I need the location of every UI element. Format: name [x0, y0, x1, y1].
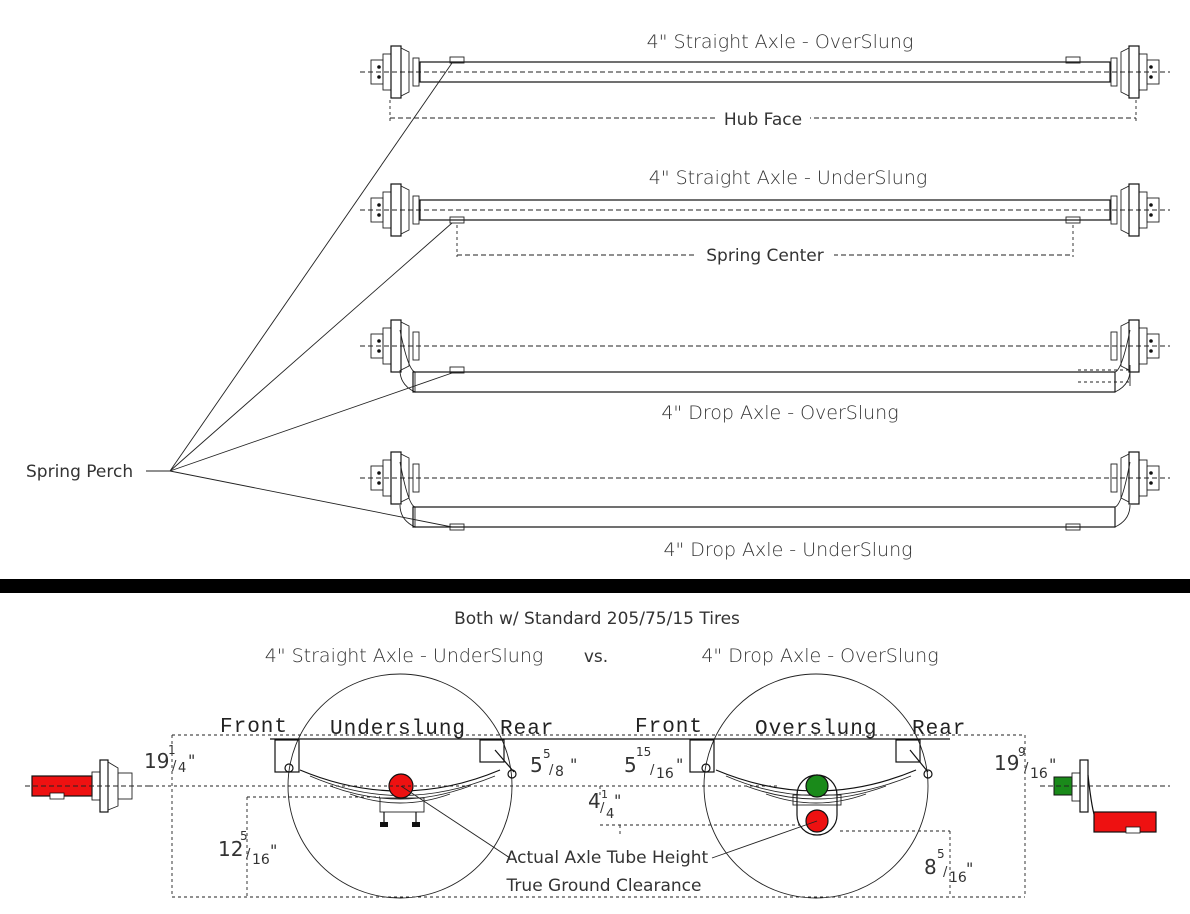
- spring-perch-marker: [449, 56, 465, 64]
- vs-label: vs.: [584, 647, 608, 667]
- right-hub-center-marker: [805, 774, 829, 798]
- svg-text:5: 5: [530, 753, 543, 777]
- svg-text:": ": [188, 751, 195, 770]
- svg-text:19: 19: [994, 751, 1019, 775]
- svg-text:/: /: [549, 763, 554, 778]
- straight-overslung-title: 4" Straight Axle - OverSlung: [647, 31, 914, 53]
- svg-text:/: /: [600, 801, 605, 816]
- right-drop-axle-hub: [1040, 759, 1170, 834]
- svg-text:19: 19: [144, 749, 169, 773]
- svg-text:/: /: [650, 763, 655, 778]
- svg-text:8: 8: [555, 764, 564, 780]
- spring-center-label: Spring Center: [706, 246, 823, 266]
- svg-text:16: 16: [1030, 766, 1048, 782]
- left-straight-axle-hub: [25, 759, 150, 813]
- comparison-header: Both w/ Standard 205/75/15 Tires: [454, 609, 740, 629]
- svg-text:9: 9: [1018, 745, 1026, 759]
- dim-5-5-8: 5 5 / 8 ": [530, 747, 577, 780]
- left-front-label: Front: [220, 716, 288, 739]
- svg-text:4: 4: [606, 807, 614, 822]
- left-rear-label: Rear: [500, 718, 554, 741]
- right-comparison-title: 4" Drop Axle - OverSlung: [701, 645, 938, 667]
- svg-text:5: 5: [240, 829, 248, 843]
- axle-tube-height-label: Actual Axle Tube Height: [506, 848, 709, 868]
- spring-perch-marker: [449, 216, 465, 224]
- svg-text:": ": [270, 841, 277, 860]
- svg-text:1: 1: [601, 788, 608, 801]
- hub-face-label: Hub Face: [724, 110, 802, 130]
- right-center-label: Overslung: [755, 718, 877, 741]
- dimension-lines: [150, 734, 1026, 898]
- svg-text:": ": [676, 755, 683, 774]
- dim-8-5-16: 8 5 / 16 ": [924, 847, 973, 886]
- left-comparison-title: 4" Straight Axle - UnderSlung: [265, 645, 544, 667]
- spring-perch-marker: [1065, 56, 1081, 64]
- dim-4-1-4: 4 1 / 4 ": [588, 788, 621, 822]
- svg-text:/: /: [172, 759, 177, 774]
- svg-text:16: 16: [252, 852, 270, 868]
- spring-perch-label: Spring Perch: [26, 462, 133, 482]
- right-front-label: Front: [635, 716, 703, 739]
- straight-overslung-axle: [360, 45, 1170, 128]
- svg-text:": ": [614, 791, 621, 810]
- svg-text:5: 5: [543, 747, 551, 761]
- svg-text:16: 16: [949, 870, 967, 886]
- svg-text:4: 4: [588, 789, 601, 813]
- left-center-label: Underslung: [330, 718, 466, 741]
- dim-5-15-16: 5 15 / 16 ": [624, 745, 683, 782]
- drop-overslung-title: 4" Drop Axle - OverSlung: [661, 402, 898, 424]
- straight-underslung-axle: [360, 183, 1170, 264]
- svg-text:/: /: [943, 865, 948, 880]
- svg-text:5: 5: [624, 753, 637, 777]
- dim-12-5-16: 12 5 / 16 ": [218, 829, 277, 868]
- straight-underslung-title: 4" Straight Axle - UnderSlung: [649, 167, 928, 189]
- section-separator: [0, 579, 1190, 593]
- spring-perch-marker: [1065, 216, 1081, 224]
- svg-text:15: 15: [636, 745, 651, 759]
- dim-19-1-4: 19 1 / 4 ": [144, 743, 195, 776]
- svg-text:16: 16: [656, 766, 674, 782]
- svg-text:8: 8: [924, 855, 937, 879]
- svg-text:5: 5: [937, 847, 945, 861]
- spring-perch-leaders: [146, 62, 453, 528]
- svg-text:4: 4: [178, 761, 186, 776]
- svg-text:/: /: [1024, 761, 1029, 776]
- drop-overslung-axle: [360, 319, 1170, 393]
- svg-text:": ": [1049, 755, 1056, 774]
- svg-text:/: /: [246, 847, 251, 862]
- spring-perch-marker: [449, 366, 465, 374]
- svg-text:": ": [570, 755, 577, 774]
- right-rear-label: Rear: [912, 718, 966, 741]
- svg-text:1: 1: [168, 743, 176, 757]
- ground-clearance-label: True Ground Clearance: [506, 876, 702, 896]
- drop-underslung-axle: [360, 451, 1170, 531]
- drop-underslung-title: 4" Drop Axle - UnderSlung: [663, 539, 912, 561]
- spring-perch-marker: [1065, 523, 1081, 531]
- dim-19-9-16: 19 9 / 16 ": [994, 745, 1056, 782]
- svg-text:": ": [966, 859, 973, 878]
- svg-text:12: 12: [218, 837, 243, 861]
